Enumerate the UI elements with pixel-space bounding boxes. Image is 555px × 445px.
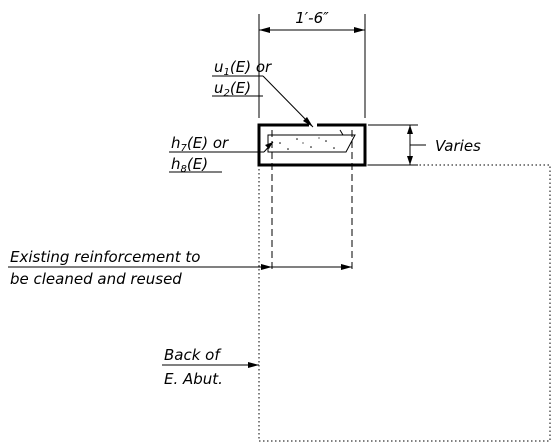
back-of-abutment-line2: E. Abut. — [164, 370, 223, 388]
arrowhead-right — [354, 27, 365, 33]
existing-reinforcement-line2: be cleaned and reused — [10, 270, 182, 288]
u-bar-leader-arrow — [303, 117, 313, 127]
existing-reinforcement-line1: Existing reinforcement to — [10, 248, 200, 266]
arrowhead-left — [259, 27, 270, 33]
existing-reinforcement-bars — [271, 130, 353, 272]
u-bar-outline — [257, 123, 367, 167]
h-bar-leader-arrow — [265, 142, 273, 149]
h-bar-label-line2: h8(E) — [171, 155, 208, 175]
u-bar-label-line2: u2(E) — [214, 79, 251, 99]
width-dimension-text: 1′-6″ — [295, 9, 329, 27]
concrete-hatch — [279, 137, 335, 150]
existing-abutment-outline — [258, 164, 551, 442]
existing-reinforcement-arrow-left — [261, 264, 272, 270]
h-bar-callout: h7(E) or h8(E) — [169, 134, 274, 175]
u-bar-label-line1: u1(E) or — [214, 58, 272, 78]
varies-arrow-top — [407, 125, 413, 134]
height-dimension: Varies — [368, 124, 481, 166]
existing-reinforcement-arrow-right — [341, 264, 352, 270]
back-of-abutment-callout: Back of E. Abut. — [162, 346, 259, 388]
varies-arrow-bottom — [407, 156, 413, 165]
varies-text: Varies — [435, 137, 481, 155]
back-of-abutment-arrow — [248, 362, 259, 368]
width-dimension: 1′-6″ — [258, 9, 366, 118]
existing-reinforcement-callout: Existing reinforcement to be cleaned and… — [8, 248, 352, 288]
h-bar-label-line1: h7(E) or — [171, 134, 229, 154]
h-bar-shape — [267, 134, 356, 153]
back-of-abutment-line1: Back of — [164, 346, 222, 364]
h-bar-hook — [339, 129, 344, 136]
u-bar-leader — [262, 75, 314, 128]
u-bar-callout: u1(E) or u2(E) — [212, 58, 314, 128]
curb-section — [257, 123, 367, 167]
